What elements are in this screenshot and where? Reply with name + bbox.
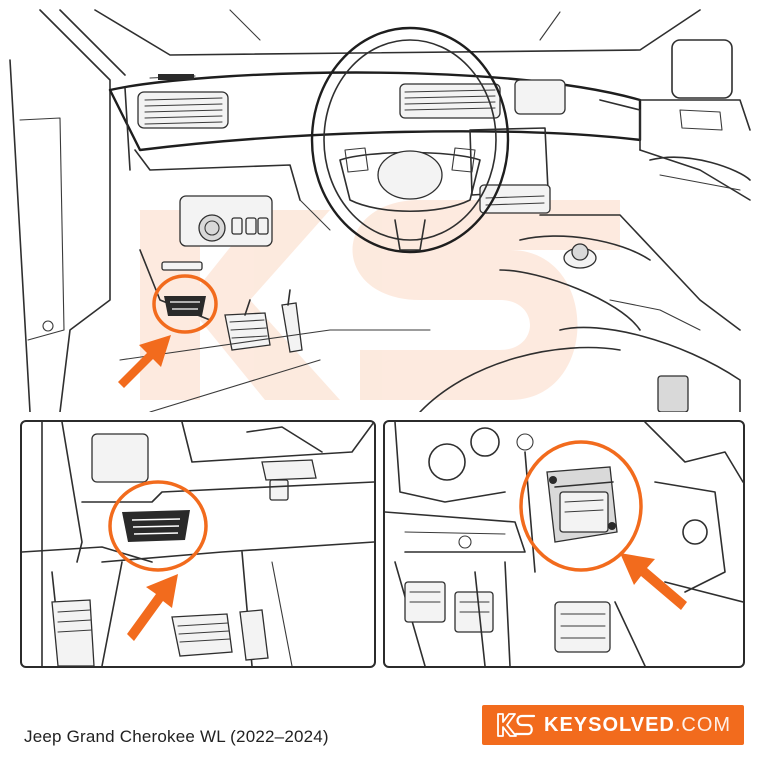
arrow-icon	[118, 335, 171, 388]
obd-port-closeup	[20, 420, 376, 668]
steering-wheel	[310, 26, 510, 254]
obd-port	[161, 261, 206, 316]
dashboard-illustration	[9, 9, 751, 412]
brand-name-domain: .COM	[674, 713, 732, 736]
module-closeup	[383, 420, 745, 668]
control-module	[546, 466, 618, 543]
arrow-icon	[620, 553, 687, 610]
callout-circle-icon	[152, 274, 218, 334]
obd-closeup-illustration	[22, 422, 374, 666]
arrow-icon	[127, 574, 178, 641]
callout-circle-icon	[519, 440, 643, 572]
brand-name-bold: KEYSOLVED	[544, 713, 675, 736]
obd-port-detail	[122, 510, 190, 542]
module-closeup-illustration	[385, 422, 743, 666]
brand-badge: KEYSOLVED.COM	[482, 705, 744, 745]
driver-footwell-overview	[9, 9, 751, 412]
vehicle-caption: Jeep Grand Cherokee WL (2022–2024)	[24, 727, 329, 746]
brand-name: KEYSOLVED.COM	[544, 714, 731, 737]
brand-logo-icon	[497, 713, 536, 737]
callout-circle-icon	[108, 480, 208, 572]
